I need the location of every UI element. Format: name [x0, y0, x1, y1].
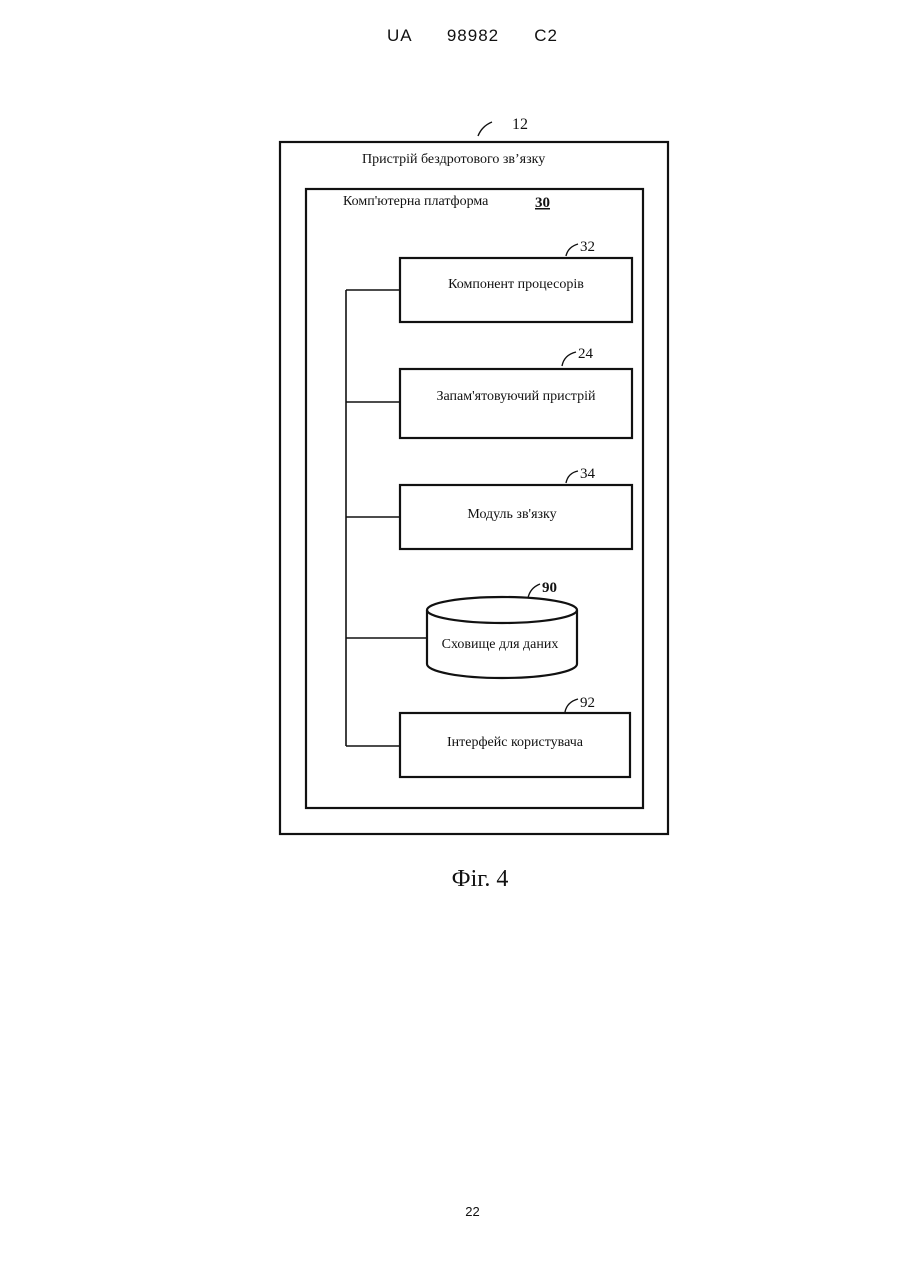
comm-module-label: Модуль зв'язку: [467, 507, 556, 522]
user-interface-ref: 92: [580, 695, 595, 711]
user-interface-leader: [565, 699, 578, 712]
figure-caption: Фіг. 4: [430, 866, 530, 893]
storage-leader: [528, 584, 540, 598]
storage-ref: 90: [542, 580, 557, 596]
outer-device-ref: 12: [512, 116, 528, 133]
processor-component: 32 Компонент процесорів: [400, 239, 632, 322]
platform-ref: 30: [535, 195, 550, 211]
memory-label: Запам'ятовуючий пристрій: [437, 389, 596, 404]
data-storage-component: 90 Сховище для даних: [427, 580, 577, 678]
user-interface-label: Інтерфейс користувача: [447, 735, 584, 750]
processor-ref: 32: [580, 239, 595, 255]
platform-label: Комп'ютерна платформа: [343, 194, 489, 209]
outer-device-frame: [280, 142, 668, 834]
processor-label: Компонент процесорів: [448, 277, 584, 292]
comm-module-component: 34 Модуль зв'язку: [400, 466, 632, 549]
processor-leader: [566, 244, 578, 256]
user-interface-component: 92 Інтерфейс користувача: [400, 695, 630, 777]
outer-device-block: 12 Пристрій бездротового зв’язку: [280, 116, 668, 834]
outer-device-label: Пристрій бездротового зв’язку: [362, 152, 545, 167]
page-number: 22: [0, 1204, 901, 1219]
memory-ref: 24: [578, 346, 594, 362]
comm-module-leader: [566, 471, 578, 483]
memory-leader: [562, 352, 576, 366]
storage-label: Сховище для даних: [442, 637, 559, 652]
outer-device-leader: [478, 122, 492, 136]
system-bus: [346, 290, 427, 746]
storage-cylinder-top: [427, 597, 577, 623]
memory-component: 24 Запам'ятовуючий пристрій: [400, 346, 632, 438]
comm-module-ref: 34: [580, 466, 596, 482]
